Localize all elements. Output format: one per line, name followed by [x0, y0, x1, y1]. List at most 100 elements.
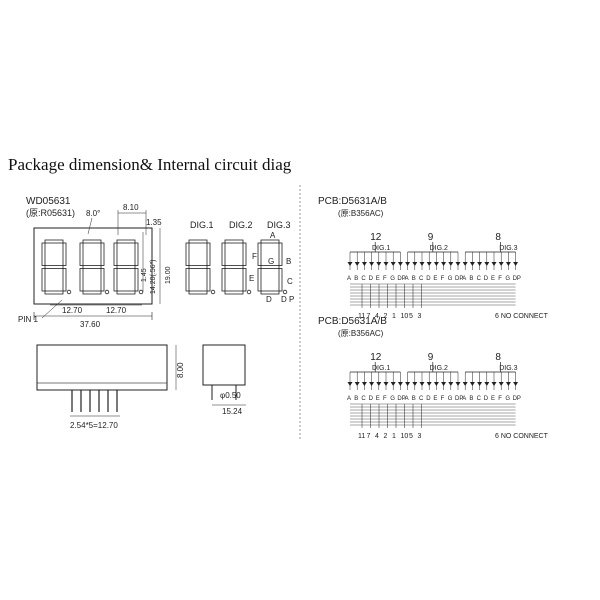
- segment: [188, 290, 208, 295]
- decimal-point: [138, 289, 144, 295]
- bottom-pin-number: 3: [418, 313, 422, 320]
- pin1-label: PIN 1: [18, 315, 39, 324]
- segment-label: DP: [455, 276, 463, 282]
- led-diode-symbol: [361, 262, 367, 266]
- led-diode-symbol: [354, 382, 360, 386]
- segment: [113, 268, 118, 292]
- segment: [224, 290, 244, 295]
- segment-label: B: [412, 276, 416, 282]
- segment: [242, 268, 247, 292]
- segment: [44, 290, 64, 295]
- segment-label: A: [462, 396, 466, 402]
- segment: [41, 268, 46, 292]
- segment-label: A: [347, 396, 351, 402]
- led-diode-symbol: [498, 382, 504, 386]
- segment-label: G: [390, 276, 395, 282]
- led-diode-symbol: [405, 382, 411, 386]
- segment-label: A: [405, 396, 409, 402]
- segment: [278, 268, 283, 292]
- segment: [206, 268, 211, 292]
- led-diode-symbol: [469, 262, 475, 266]
- led-diode-symbol: [433, 382, 439, 386]
- led-diode-symbol: [441, 262, 447, 266]
- segment-label: C: [477, 396, 482, 402]
- segment-label: C: [419, 396, 424, 402]
- led-diode-symbol: [397, 382, 403, 386]
- dim-leader: [87, 217, 93, 235]
- led-diode-symbol: [369, 262, 375, 266]
- dim-pin-pitch: 2.54*5=12.70: [70, 421, 118, 430]
- led-diode-symbol: [419, 382, 425, 386]
- segment: [116, 290, 136, 295]
- package-end-view: φ0.50 15.24: [202, 344, 246, 416]
- segment: [79, 268, 84, 292]
- segment-label: G: [505, 396, 510, 402]
- schematic-digit-label: DIG.2: [430, 245, 448, 252]
- bottom-pin-number: 1: [392, 433, 396, 440]
- segment-label: B: [469, 396, 473, 402]
- dim-w2: 12.70: [106, 306, 127, 315]
- dim-135: 1.35: [146, 218, 162, 227]
- led-diode-symbol: [448, 382, 454, 386]
- schematic-alt: (原:B356AC): [338, 329, 384, 338]
- led-diode-symbol: [491, 262, 497, 266]
- segment: [100, 268, 105, 292]
- internal-circuit-schematic-1: PCB:D5631A/B (原:B356AC) 12DIG.19DIG.28DI…: [318, 196, 549, 320]
- bottom-pin-number: 11: [358, 313, 365, 320]
- dim-angle: 8.0°: [86, 209, 100, 218]
- seg-label-f: F: [252, 252, 257, 261]
- seg-label-a: A: [270, 231, 276, 240]
- side-pins: [71, 390, 118, 412]
- segment-label: DP: [397, 276, 405, 282]
- led-diode-symbol: [513, 262, 519, 266]
- segment: [134, 242, 139, 266]
- segment: [221, 268, 226, 292]
- part-number: WD05631: [26, 196, 71, 207]
- segment: [62, 268, 67, 292]
- bottom-pin-number: 1: [392, 313, 396, 320]
- dim-1420: 14.20(.56"): [150, 260, 157, 294]
- package-digits: [41, 239, 144, 295]
- segment: [278, 242, 283, 266]
- segment-label: B: [412, 396, 416, 402]
- segment-label: C: [361, 276, 366, 282]
- led-diode-symbol: [419, 262, 425, 266]
- bottom-pin-number: 10: [401, 313, 409, 320]
- segment: [44, 265, 64, 269]
- led-diode-symbol: [462, 382, 468, 386]
- schematic-title: PCB:D5631A/B: [318, 196, 387, 207]
- bottom-pin-number: 7: [367, 313, 371, 320]
- common-pin-number: 8: [495, 232, 501, 243]
- segment: [224, 265, 244, 269]
- segment: [188, 265, 208, 269]
- led-diode-symbol: [469, 382, 475, 386]
- led-diode-symbol: [433, 262, 439, 266]
- dim-pin-dia: φ0.50: [220, 391, 241, 400]
- alt-part-number: (原:R05631): [26, 208, 75, 218]
- dim-1900: 19.00: [165, 266, 172, 284]
- led-diode-symbol: [491, 382, 497, 386]
- bottom-pin-number: 10: [401, 433, 409, 440]
- led-diode-symbol: [477, 382, 483, 386]
- segment-label: A: [347, 276, 351, 282]
- page-title: Package dimension& Internal circuit diag: [8, 155, 292, 174]
- led-diode-symbol: [455, 262, 461, 266]
- digit-label-3: DIG.3: [267, 220, 291, 230]
- led-diode-symbol: [505, 382, 511, 386]
- decimal-point: [210, 289, 216, 295]
- segment: [44, 239, 64, 244]
- schematic-digit-label: DIG.1: [372, 365, 390, 372]
- bottom-pin-number: 3: [418, 433, 422, 440]
- bottom-pin-number: 5: [409, 433, 413, 440]
- led-diode-symbol: [426, 262, 432, 266]
- segment: [185, 242, 190, 266]
- segment: [185, 268, 190, 292]
- led-diode-symbol: [347, 382, 353, 386]
- segment-label: C: [477, 276, 482, 282]
- led-diode-symbol: [412, 262, 418, 266]
- seg-label-c: C: [287, 277, 293, 286]
- side-view-base: [36, 382, 168, 391]
- bottom-pin-number: 4: [375, 313, 379, 320]
- led-diode-symbol: [441, 382, 447, 386]
- segment-label: DP: [397, 396, 405, 402]
